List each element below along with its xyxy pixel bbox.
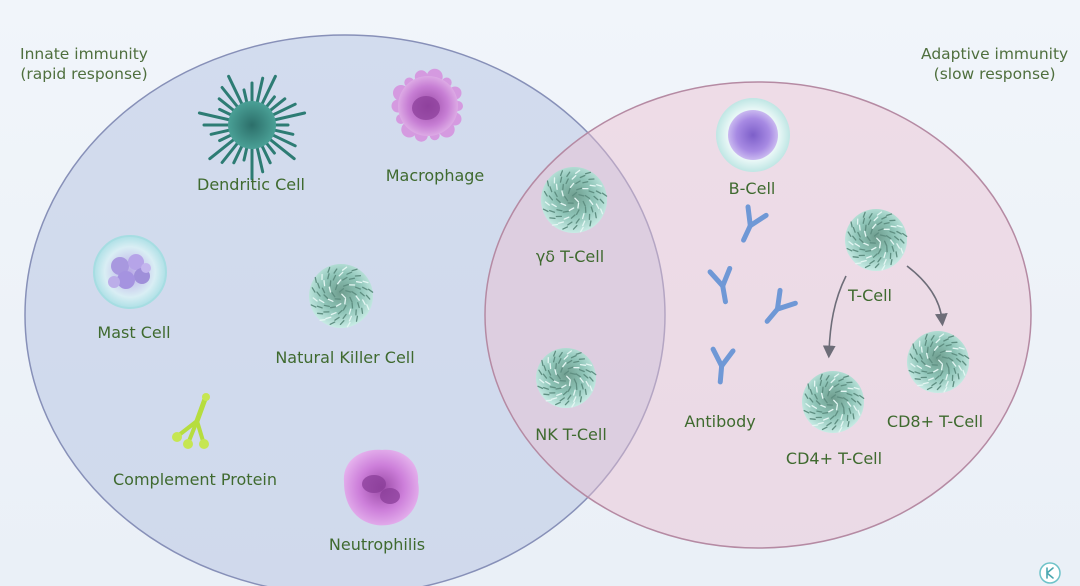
complement-protein-icon	[172, 393, 210, 449]
nk-t-cell-icon	[536, 348, 597, 408]
innate-title: Innate immunity	[20, 45, 148, 63]
adaptive-title: Adaptive immunity	[921, 45, 1069, 63]
gamma-delta-t-cell-label: γδ T-Cell	[535, 247, 605, 266]
gamma-delta-t-cell-icon	[541, 167, 608, 233]
antibody-label: Antibody	[684, 412, 756, 431]
cd8-t-cell-label: CD8+ T-Cell	[886, 412, 984, 431]
mast-cell-icon	[93, 235, 167, 309]
macrophage-icon	[391, 68, 463, 142]
innate-heading: Innate immunity (rapid response)	[20, 44, 148, 84]
adaptive-subtitle: (slow response)	[933, 65, 1056, 83]
cd8-t-cell-icon	[907, 331, 970, 393]
nk-t-cell-label: NK T-Cell	[535, 425, 607, 444]
macrophage-label: Macrophage	[385, 166, 485, 185]
mast-cell-label: Mast Cell	[97, 323, 171, 342]
cd4-t-cell-label: CD4+ T-Cell	[785, 449, 883, 468]
complement-protein-label: Complement Protein	[112, 470, 278, 489]
t-cell-icon	[845, 209, 908, 271]
arrow-to-cd4	[822, 275, 847, 359]
b-cell-icon	[716, 98, 790, 172]
neutrophil-label: Neutrophilis	[328, 535, 426, 554]
arrow-to-cd8	[906, 265, 948, 327]
neutrophil-icon	[343, 449, 419, 526]
cd4-t-cell-icon	[802, 371, 865, 433]
adaptive-circle	[484, 81, 1032, 549]
natural-killer-cell-label: Natural Killer Cell	[275, 348, 415, 367]
antibody-icon	[707, 265, 733, 305]
adaptive-heading: Adaptive immunity (slow response)	[921, 44, 1068, 84]
brand-logo-icon	[1039, 562, 1061, 584]
antibody-icon	[764, 287, 798, 324]
antibody-icon	[741, 204, 769, 243]
dendritic-cell-label: Dendritic Cell	[197, 175, 305, 194]
innate-subtitle: (rapid response)	[20, 65, 148, 83]
b-cell-label: B-Cell	[728, 179, 776, 198]
natural-killer-cell-icon	[309, 264, 374, 328]
dendritic-cell-icon	[197, 74, 307, 181]
t-cell-label: T-Cell	[848, 286, 892, 305]
antibody-icon	[710, 346, 736, 385]
